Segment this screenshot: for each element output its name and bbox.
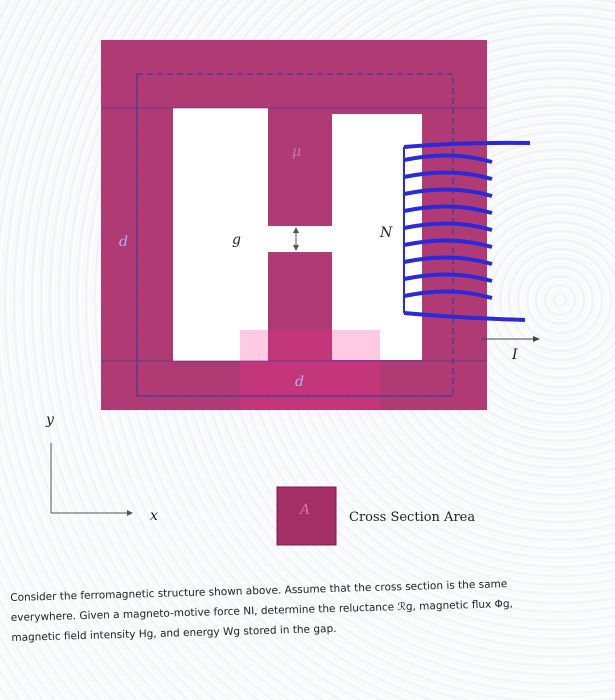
mu-label: μ <box>292 144 302 160</box>
screen-glare <box>240 330 380 410</box>
core-window-right <box>332 114 422 360</box>
gap-arrow-up <box>293 227 299 233</box>
coil-winding <box>403 140 531 322</box>
x-axis-arrow <box>127 510 133 516</box>
gap-label: g <box>232 232 241 248</box>
center-leg-upper <box>268 108 332 226</box>
center-leg-lower <box>268 252 332 362</box>
core-window-left <box>173 108 268 361</box>
gap-arrow-down <box>293 245 299 251</box>
current-arrow-head <box>533 336 540 342</box>
area-label: A <box>300 502 311 518</box>
x-axis-label: x <box>150 508 158 524</box>
y-axis-label: y <box>46 412 54 428</box>
air-gap <box>268 226 332 252</box>
cross-section-square <box>276 486 337 546</box>
cross-section-caption: Cross Section Area <box>349 510 476 525</box>
d-left-label: d <box>119 234 128 250</box>
d-bottom-label: d <box>295 374 304 390</box>
turns-label: N <box>380 225 393 241</box>
current-label: I <box>512 347 518 363</box>
